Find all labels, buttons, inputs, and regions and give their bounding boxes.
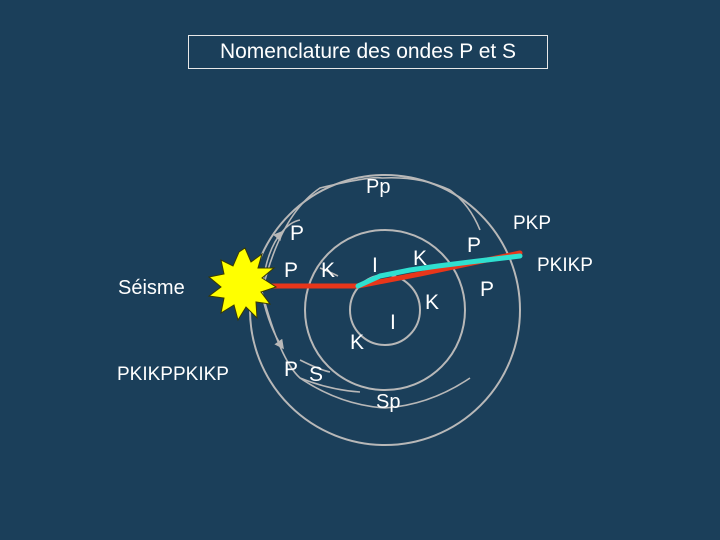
label-pkp: PKP xyxy=(513,213,551,234)
label-i-cyan: I xyxy=(390,311,396,334)
gray-ray-paths xyxy=(261,176,481,409)
inner-gray-ray xyxy=(299,377,361,393)
s-lower-ray xyxy=(299,359,331,373)
label-s-lower: S xyxy=(309,363,323,386)
label-seisme: Séisme xyxy=(118,277,185,299)
label-k-cyan-right: K xyxy=(425,291,439,314)
outer-gray-ray xyxy=(449,189,481,231)
label-k-cyan-left: K xyxy=(350,331,364,354)
label-k-red: K xyxy=(321,259,335,282)
starburst-icon xyxy=(207,247,278,322)
label-p-red-right: P xyxy=(467,234,481,257)
upper-reflection-ray xyxy=(281,219,301,233)
label-p-upper: P xyxy=(290,222,304,245)
label-sp: Sp xyxy=(376,391,400,413)
k-gray-ray xyxy=(319,267,339,277)
label-pkikppkikp: PKIKPPKIKP xyxy=(117,364,229,385)
label-k-red-right: K xyxy=(413,247,427,270)
cyan-ray-pkikp xyxy=(355,253,523,289)
label-i-red: I xyxy=(372,254,378,277)
label-p-lower: P xyxy=(284,358,298,381)
label-pp: Pp xyxy=(366,176,390,198)
outer-core-circle xyxy=(304,229,466,391)
label-p-cyan-right: P xyxy=(480,278,494,301)
label-pkikp: PKIKP xyxy=(537,255,593,276)
label-p-red: P xyxy=(284,259,298,282)
diagram-title: Nomenclature des ondes P et S xyxy=(188,35,548,69)
